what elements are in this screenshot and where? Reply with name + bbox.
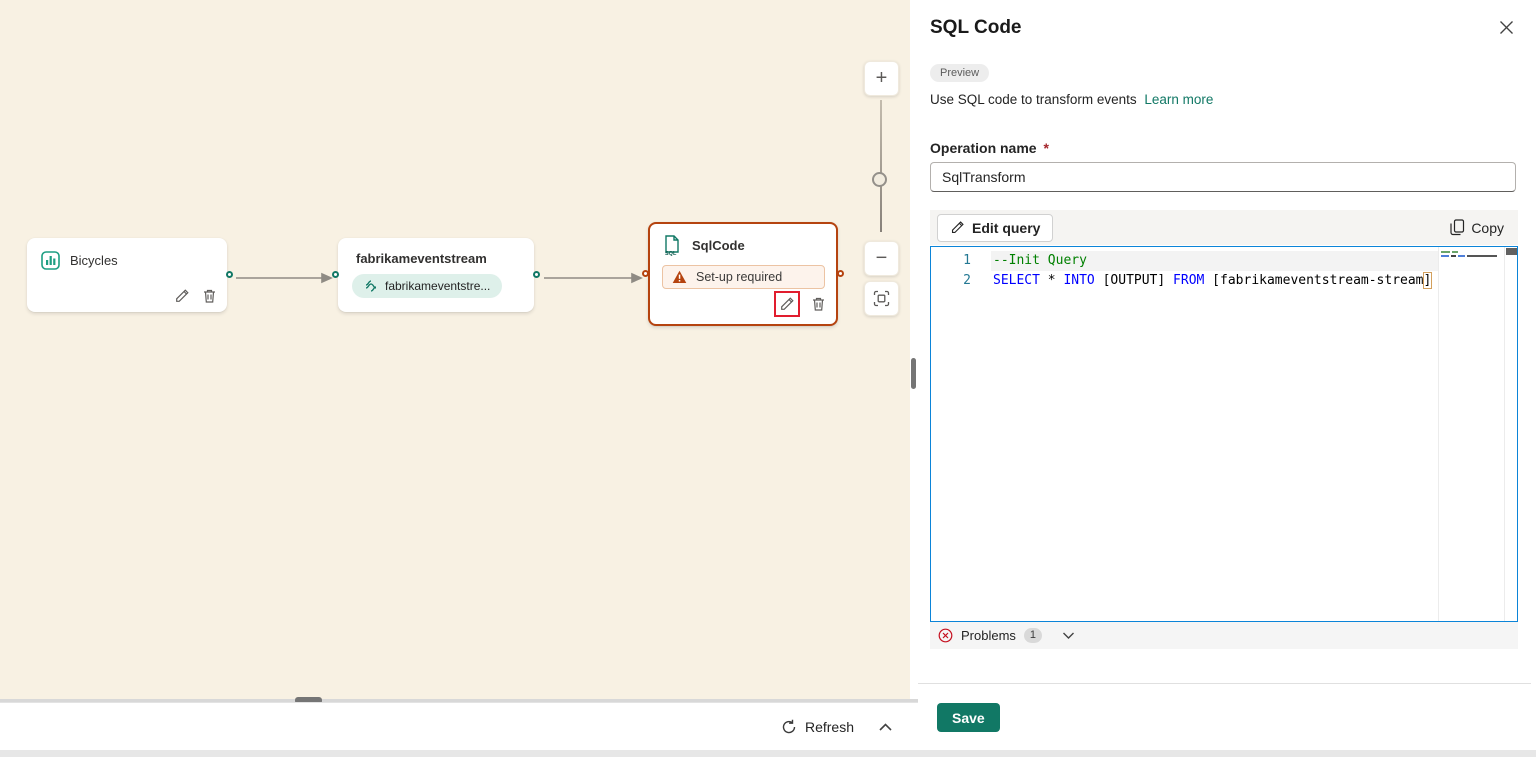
bar-chart-icon xyxy=(41,251,60,270)
horizontal-scrollbar-thumb[interactable] xyxy=(295,697,322,704)
chevron-down-icon[interactable] xyxy=(1062,631,1075,640)
pencil-icon xyxy=(951,221,964,234)
warning-triangle-icon xyxy=(672,270,687,284)
setup-required-warning: Set-up required xyxy=(662,265,825,289)
zoom-in-button[interactable]: + xyxy=(864,61,899,96)
output-connector[interactable] xyxy=(533,271,540,278)
node-bicycles[interactable]: Bicycles xyxy=(27,238,233,312)
node-eventstream[interactable]: fabrikameventstream fabrikameventstre... xyxy=(332,238,540,312)
warning-label: Set-up required xyxy=(696,270,783,284)
input-connector[interactable] xyxy=(332,271,339,278)
panel-description: Use SQL code to transform events Learn m… xyxy=(930,92,1213,107)
zoom-slider-track[interactable] xyxy=(880,100,882,232)
save-button[interactable]: Save xyxy=(937,703,1000,732)
stream-icon xyxy=(364,279,378,293)
sql-bracket: ] xyxy=(1422,272,1433,289)
required-asterisk: * xyxy=(1043,140,1049,156)
edit-node-icon[interactable] xyxy=(173,287,191,305)
node-title: fabrikameventstream xyxy=(356,251,487,266)
sql-comment: --Init Query xyxy=(993,253,1087,268)
error-icon xyxy=(938,628,953,643)
editor-toolbar: Edit query Copy xyxy=(930,210,1518,245)
line-number: 1 xyxy=(963,253,971,268)
minimap-divider xyxy=(1438,247,1439,621)
sql-keyword: INTO xyxy=(1063,273,1095,288)
flow-canvas[interactable]: Bicycles fabrikameventstream xyxy=(0,0,910,701)
edit-node-icon[interactable] xyxy=(778,295,796,313)
horizontal-scrollbar-track[interactable] xyxy=(0,699,918,703)
copy-icon xyxy=(1450,219,1465,236)
sql-text: [OUTPUT] xyxy=(1094,273,1174,288)
sql-code-panel: SQL Code Preview Use SQL code to transfo… xyxy=(918,0,1531,750)
zoom-out-button[interactable]: − xyxy=(864,241,899,276)
node-sqlcode[interactable]: SQL SqlCode Set-up required xyxy=(642,222,844,326)
refresh-icon xyxy=(782,719,796,733)
node-title: Bicycles xyxy=(70,253,118,268)
sql-code-editor[interactable]: 1 2 --Init Query SELECT * INTO [OUTPUT] … xyxy=(930,246,1518,622)
input-connector[interactable] xyxy=(642,270,649,277)
problems-count-badge: 1 xyxy=(1023,628,1043,643)
learn-more-link[interactable]: Learn more xyxy=(1144,92,1214,107)
sql-document-icon: SQL xyxy=(662,234,682,256)
stream-badge[interactable]: fabrikameventstre... xyxy=(352,274,503,298)
refresh-label: Refresh xyxy=(804,718,854,735)
line-number: 2 xyxy=(963,273,971,288)
edge-connections xyxy=(236,272,643,284)
operation-name-text: Operation name xyxy=(930,140,1037,156)
vertical-scrollbar-thumb[interactable] xyxy=(911,358,916,389)
collapse-chevron-up-icon[interactable] xyxy=(876,718,894,736)
stream-badge-label: fabrikameventstre... xyxy=(385,279,491,293)
output-connector[interactable] xyxy=(837,270,844,277)
sql-keyword: FROM xyxy=(1173,273,1205,288)
current-line-highlight xyxy=(991,251,1438,271)
sql-text: * xyxy=(1039,273,1064,288)
scrollbar-divider xyxy=(1504,247,1505,621)
delete-node-icon[interactable] xyxy=(200,287,218,305)
window-edge xyxy=(0,750,1536,757)
edit-query-button[interactable]: Edit query xyxy=(937,213,1054,242)
copy-label: Copy xyxy=(1471,219,1504,236)
problems-label: Problems xyxy=(961,628,1016,643)
sql-keyword: SELECT xyxy=(993,273,1040,288)
output-connector[interactable] xyxy=(226,271,233,278)
svg-text:SQL: SQL xyxy=(665,251,677,256)
close-icon[interactable] xyxy=(1496,17,1516,37)
fit-to-view-button[interactable] xyxy=(864,281,899,316)
node-title: SqlCode xyxy=(692,237,745,253)
footer-divider xyxy=(918,683,1531,684)
sql-text: [fabrikameventstream-stream xyxy=(1204,273,1424,288)
operation-name-label: Operation name * xyxy=(930,140,1049,156)
canvas-bottom-bar: Refresh xyxy=(0,702,918,750)
edit-highlight-box xyxy=(774,291,800,317)
panel-title: SQL Code xyxy=(930,17,1022,38)
preview-badge: Preview xyxy=(930,64,990,82)
fit-to-view-icon xyxy=(873,290,890,307)
code-line-2: SELECT * INTO [OUTPUT] FROM [fabrikameve… xyxy=(993,271,1433,291)
zoom-slider-handle[interactable] xyxy=(872,172,887,187)
problems-bar[interactable]: Problems 1 xyxy=(930,622,1518,649)
operation-name-input[interactable] xyxy=(930,162,1516,192)
refresh-button[interactable]: Refresh xyxy=(781,719,854,735)
editor-scrollbar-thumb[interactable] xyxy=(1506,248,1517,255)
description-text: Use SQL code to transform events xyxy=(930,92,1137,107)
code-line-1: --Init Query xyxy=(993,251,1087,271)
copy-button[interactable]: Copy xyxy=(1450,219,1504,236)
delete-node-icon[interactable] xyxy=(809,295,827,313)
edit-query-label: Edit query xyxy=(972,219,1041,236)
